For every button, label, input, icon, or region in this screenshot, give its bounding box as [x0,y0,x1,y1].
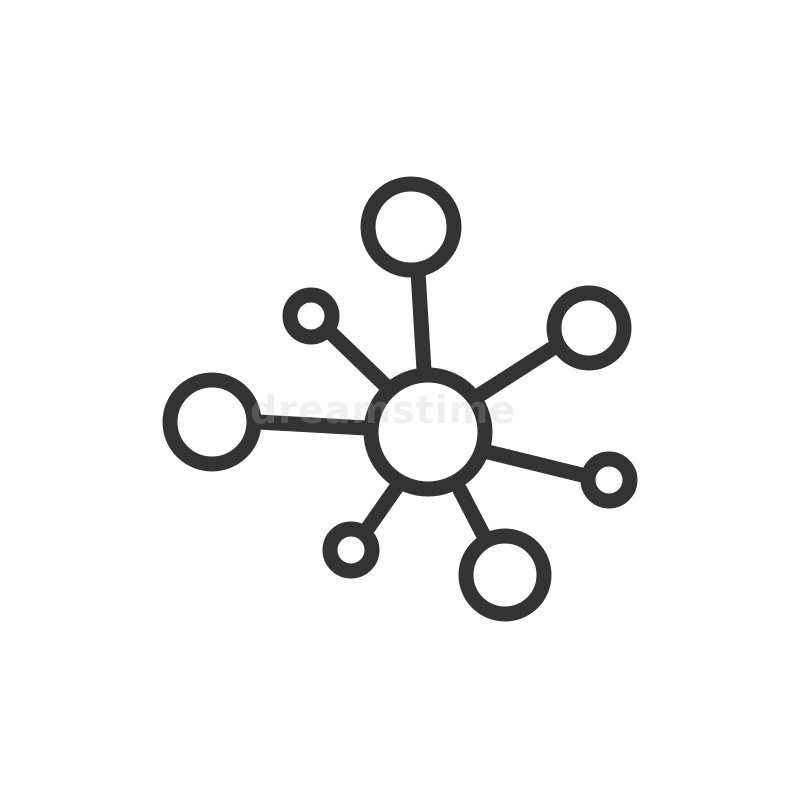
node-right [580,451,638,509]
node-lower-right [458,528,552,622]
link-right [480,444,594,484]
link-upper-right [470,338,564,404]
link-top [410,264,432,378]
hub-node [363,367,493,497]
node-upper-left [282,287,340,345]
node-lower-left [322,521,380,579]
link-upper-left [322,324,394,394]
node-upper-right [546,285,632,371]
link-left [250,414,374,436]
node-left [162,372,262,472]
link-lower-right [452,482,494,548]
link-lower-left [360,480,404,536]
node-top [360,176,462,278]
